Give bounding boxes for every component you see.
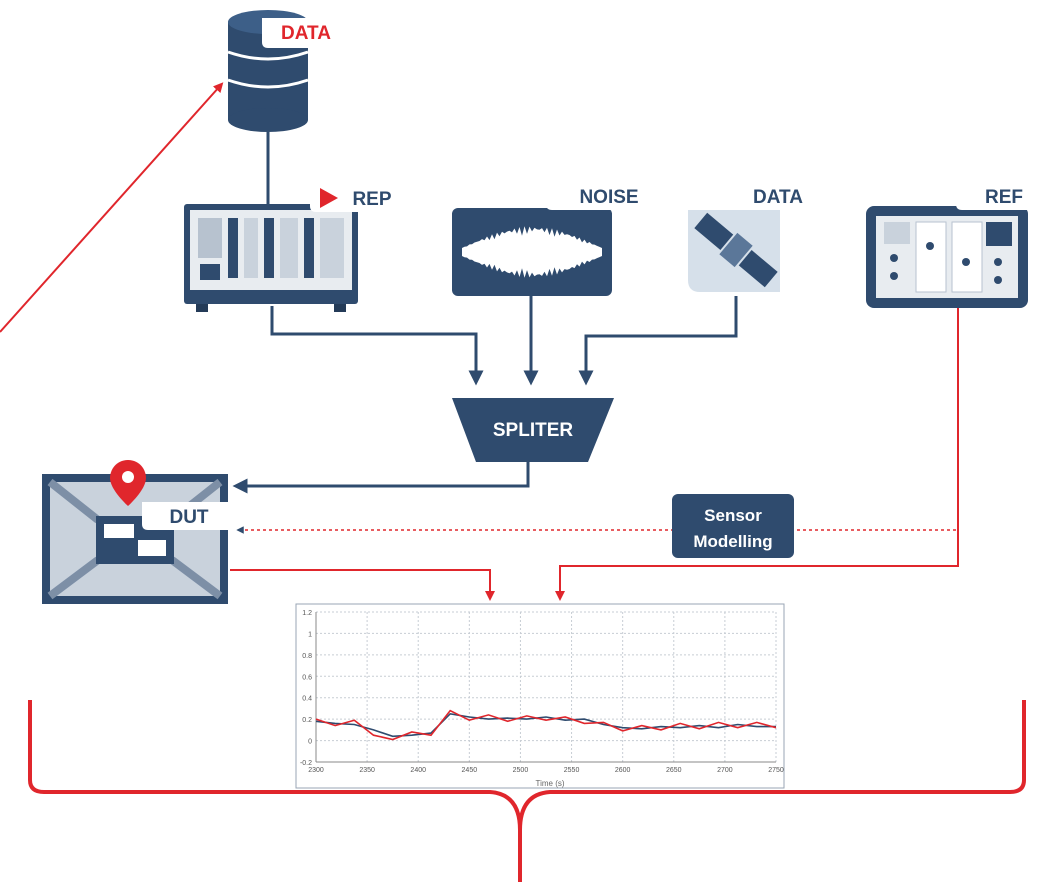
chart-frame (295, 603, 785, 789)
chart-x-tick-label: 2550 (564, 767, 580, 774)
data-satellite-label: DATA (753, 187, 803, 208)
noise-tag: NOISE (546, 182, 650, 210)
noise-label: NOISE (579, 187, 638, 208)
play-triangle-icon (320, 188, 338, 208)
dut-label: DUT (169, 507, 208, 528)
data-top-label: DATA (281, 23, 331, 44)
chart-y-tick-label: 0.2 (302, 717, 312, 724)
chart-x-tick-label: 2700 (717, 767, 733, 774)
ref-device (866, 206, 1028, 308)
summary-brace (28, 700, 1026, 882)
chart-x-tick-label: 2500 (513, 767, 529, 774)
chart-x-tick-label: 2300 (308, 767, 324, 774)
chart-x-axis-label: Time (s) (535, 779, 564, 788)
data-top-tag: DATA (262, 18, 340, 48)
sensor-label-line1: Sensor (704, 506, 762, 525)
sensor-label-line2: Modelling (693, 532, 772, 551)
feedback-to-database-arrow (0, 82, 224, 333)
rep-tag: REP (310, 184, 402, 212)
chart-x-tick-label: 2450 (462, 767, 478, 774)
spliter-label: SPLITER (493, 420, 574, 441)
chart-y-tick-label: 0.6 (302, 674, 312, 681)
chart-y-tick-label: 1.2 (302, 610, 312, 617)
ref-to-chart-arrow (555, 308, 959, 601)
spliter-to-dut-arrow (232, 462, 530, 494)
rep-label: REP (352, 189, 391, 210)
noise-waveform-icon (462, 226, 602, 278)
chart-series-line-2 (315, 709, 777, 741)
noise-generator (452, 208, 612, 296)
chart-x-tick-label: 2600 (615, 767, 631, 774)
dut-device (42, 474, 228, 604)
chart-series-line-1 (315, 712, 776, 738)
data-satellite-tag: DATA (732, 182, 814, 210)
spliter-block: SPLITER (452, 398, 614, 462)
chart-y-tick-label: 0.4 (302, 696, 312, 703)
map-pin-icon (110, 460, 146, 506)
chart-x-tick-label: 2350 (359, 767, 375, 774)
dut-tag: DUT (142, 502, 236, 530)
chart-x-tick-label: 2400 (410, 767, 426, 774)
chart-y-tick-label: 0.8 (302, 653, 312, 660)
chart-y-tick-label: 0 (308, 739, 312, 746)
chart-x-tick-label: 2650 (666, 767, 682, 774)
chart-y-tick-label: -0.2 (300, 760, 312, 767)
ref-label: REF (985, 187, 1023, 208)
ref-tag: REF (956, 182, 1036, 210)
data-to-spliter-arrow (578, 296, 738, 386)
satellite-data-source (688, 210, 780, 292)
rep-rack-device (184, 204, 358, 312)
chart-y-tick-label: 1 (308, 631, 312, 638)
comparison-chart: 1.2 1 0.8 0.6 0.4 0.2 0 -0.2 2300 2350 2400 2450 25… (295, 603, 785, 789)
dut-to-chart-arrow (230, 569, 495, 601)
chart-x-tick-label: 2750 (768, 767, 784, 774)
sensor-modelling-box: Sensor Modelling (672, 494, 794, 558)
rep-to-spliter-arrow (270, 306, 484, 386)
